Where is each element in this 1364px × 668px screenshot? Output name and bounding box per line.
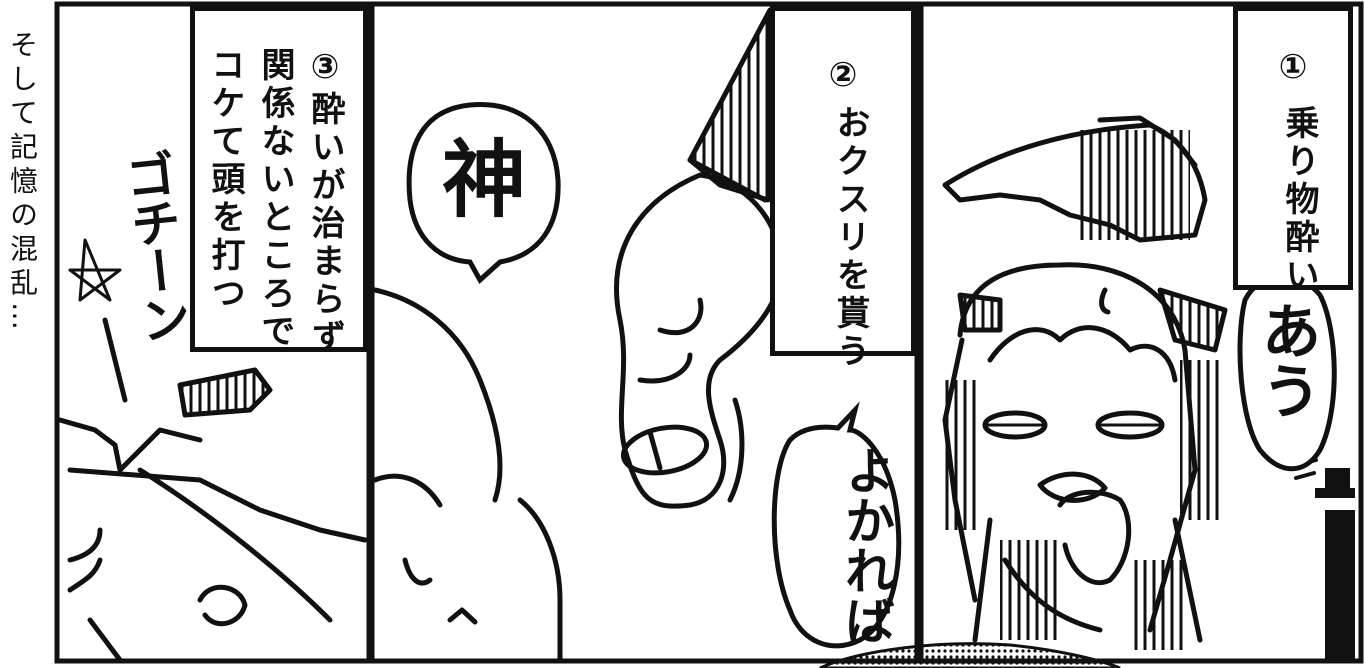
speech-au: あう <box>1251 300 1321 420</box>
bubble-yokareba <box>774 410 898 646</box>
speech-kami: 神 <box>441 131 526 229</box>
speech-bubbles <box>409 104 1334 645</box>
caption-panel-1-line-1: ① <box>1273 47 1313 91</box>
caption-panel-3-line-3: コケて頭を打つ <box>205 47 245 313</box>
caption-panel-3: ③酔いが治まらず 関係ないところで コケて頭を打つ <box>190 6 368 357</box>
bubble-kami <box>409 104 558 280</box>
speech-yokareba: よかれば <box>837 445 895 645</box>
caption-panel-3-line-2: 関係ないところで <box>255 47 295 351</box>
caption-panel-2-line-1: ② <box>823 55 863 99</box>
panel-1-frame <box>921 4 1361 661</box>
screen-tone <box>820 644 1120 668</box>
caption-panel-2: ② おクスリを貰う <box>770 6 916 371</box>
caption-panel-1-line-2: 乗り物酔い <box>1279 105 1319 295</box>
narration-text: そして記憶の混乱… <box>6 30 39 336</box>
caption-panel-2-line-2: おクスリを貰う <box>830 105 870 371</box>
panel-2-frame <box>372 4 917 661</box>
panel-3-art <box>60 240 365 660</box>
panel-1-art <box>945 118 1355 660</box>
caption-panel-1: ① 乗り物酔い <box>1233 6 1353 295</box>
panel-2-art <box>375 10 782 660</box>
panel-frames <box>57 4 1361 661</box>
panel-3-frame <box>57 4 369 661</box>
caption-panel-3-line-1: ③酔いが治まらず <box>305 47 345 357</box>
